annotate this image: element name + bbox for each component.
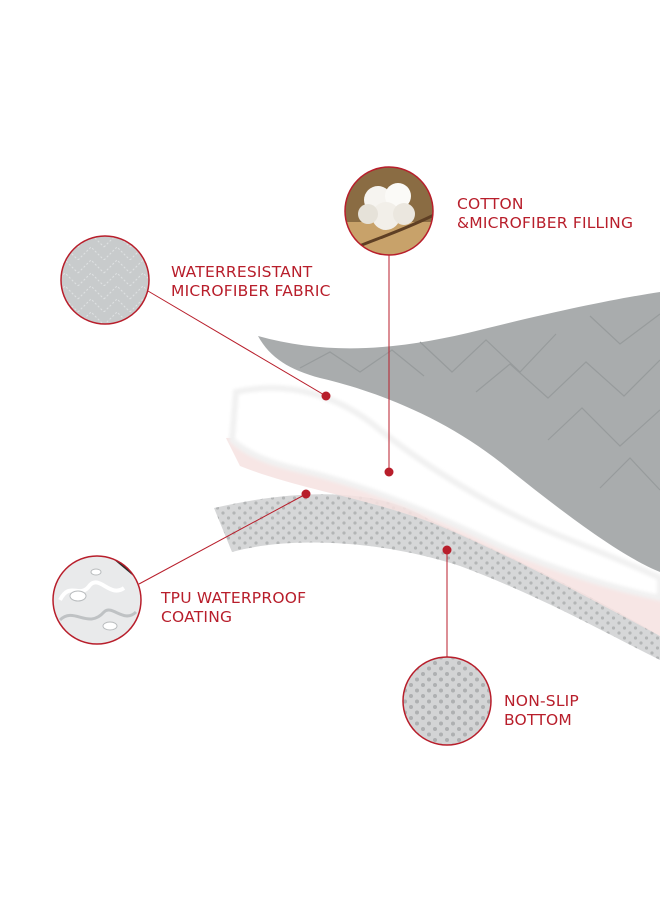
tpu-label-line2: COATING — [161, 608, 233, 626]
fabric-quilt-stitching — [299, 313, 660, 491]
connector-nonslip — [442, 545, 452, 657]
cotton-label-line2: &MICROFIBER FILLING — [457, 214, 634, 232]
filling-layer — [228, 385, 660, 602]
cotton-boll-icon — [344, 166, 434, 256]
nonslip-dot-texture — [214, 494, 660, 660]
fabric-label-line2: MICROFIBER FABRIC — [171, 282, 331, 300]
connector-tpu — [138, 489, 311, 585]
cotton-filling-label: COTTON &MICROFIBER FILLING — [457, 195, 633, 233]
dotted-grip-icon — [402, 656, 492, 746]
fabric-label: WATERRESISTANT MICROFIBER FABRIC — [171, 263, 331, 301]
connector-fabric — [147, 290, 331, 401]
fabric-label-line1: WATERRESISTANT — [171, 263, 313, 281]
tpu-coating-layer — [226, 437, 660, 636]
nonslip-bottom-label: NON-SLIP BOTTOM — [504, 692, 579, 730]
tpu-coating-label: TPU WATERPROOF COATING — [161, 589, 306, 627]
top-fabric-layer — [258, 292, 660, 572]
water-splash-icon — [52, 555, 142, 645]
cotton-label-line1: COTTON — [457, 195, 524, 213]
quilted-fabric-icon — [60, 235, 150, 325]
nonslip-label-line1: NON-SLIP — [504, 692, 579, 710]
layer-stack — [214, 292, 660, 660]
tpu-label-line1: TPU WATERPROOF — [161, 589, 307, 607]
connector-cotton — [384, 255, 394, 477]
nonslip-label-line2: BOTTOM — [504, 711, 572, 729]
